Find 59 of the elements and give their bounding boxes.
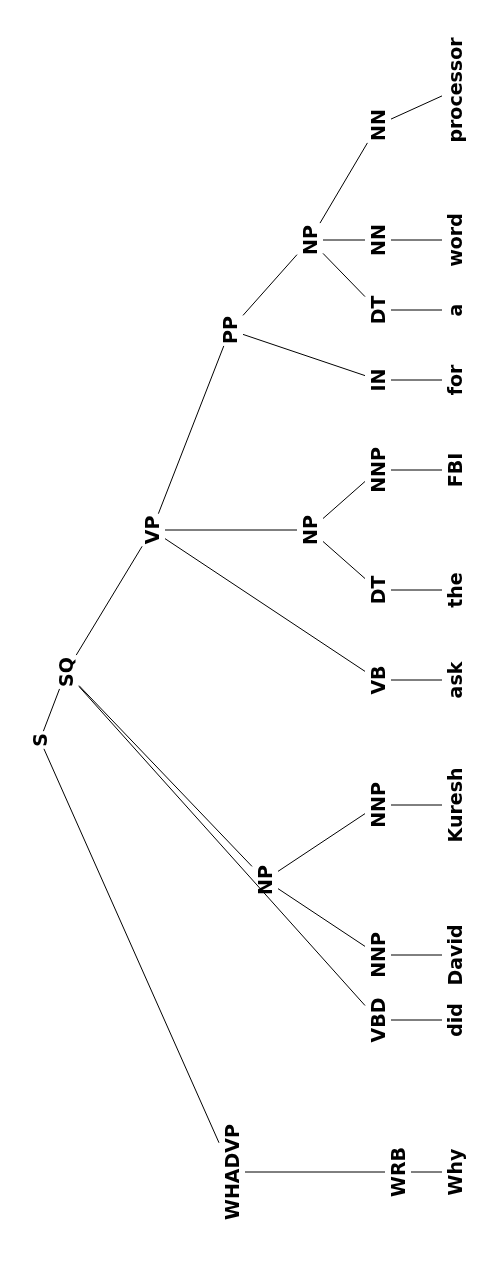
tree-label: VB [367,665,389,695]
tree-label: DT [367,295,389,325]
tree-branch [164,529,298,531]
tree-label: David [444,924,466,986]
tree-branch [277,888,366,947]
tree-label: word [444,213,466,267]
tree-label: VBD [367,997,389,1043]
tree-label: NNP [367,782,389,828]
tree-label: S [29,733,51,747]
tree-branch [78,686,366,1006]
tree-branch [390,804,443,806]
tree-branch [322,540,366,580]
tree-label: NNP [367,447,389,493]
tree-branch [242,333,366,377]
tree-label: Kuresh [444,767,466,843]
tree-branch [75,545,143,656]
tree-label: NP [299,225,321,255]
tree-branch [157,345,225,515]
tree-branch [390,1019,443,1021]
tree-label: a [444,303,466,317]
tree-branch [319,142,368,224]
tree-label: FBI [444,452,466,488]
tree-branch [322,239,366,241]
tree-branch [390,309,443,311]
tree-branch [242,254,298,316]
tree-branch [390,379,443,381]
tree-label: the [444,572,466,608]
tree-label: WHADVP [221,1124,243,1220]
tree-branch [390,95,443,120]
tree-label: IN [367,368,389,392]
tree-branch [390,679,443,681]
tree-branch [390,954,443,956]
tree-label: VP [141,515,163,545]
tree-label: for [444,364,466,396]
tree-branch [164,538,366,672]
tree-label: NP [254,865,276,895]
tree-branch [390,589,443,591]
tree-branch [277,813,366,872]
tree-label: NN [367,224,389,256]
tree-label: NNP [367,932,389,978]
tree-branch [43,748,220,1144]
tree-label: WRB [387,1146,409,1198]
tree-label: processor [444,37,466,143]
tree-label: Why [444,1148,466,1196]
tree-label: PP [219,316,241,344]
tree-label: did [444,1003,466,1037]
tree-branch [390,469,443,471]
tree-branch [42,688,61,732]
tree-branch [322,480,366,520]
tree-label: ask [444,661,466,699]
tree-branch [244,1171,386,1173]
tree-branch [390,239,443,241]
tree-branch [78,685,253,867]
tree-label: NP [299,515,321,545]
tree-label: NN [367,109,389,141]
tree-label: DT [367,575,389,605]
tree-label: SQ [55,657,77,687]
tree-branch [322,252,366,298]
tree-branch [410,1171,443,1173]
